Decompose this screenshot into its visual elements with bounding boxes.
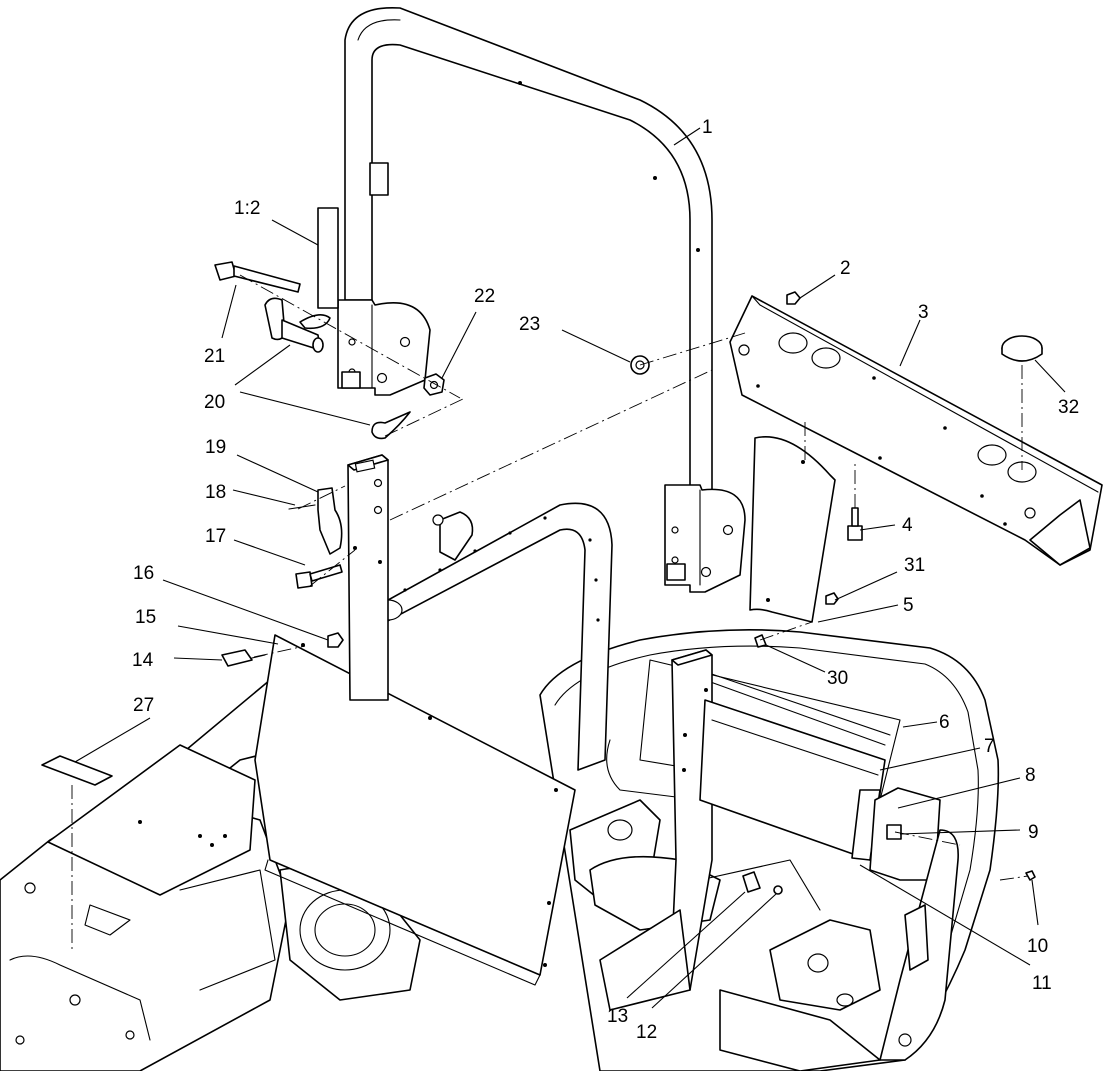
callout-16: 16 <box>133 563 154 584</box>
callout-6: 6 <box>939 712 950 733</box>
nut-31 <box>825 592 839 605</box>
hole-cap-rim <box>1001 347 1043 362</box>
callout-18: 18 <box>205 482 226 503</box>
callout-11: 11 <box>1032 973 1052 994</box>
callout-15: 15 <box>135 607 156 628</box>
callout-31: 31 <box>904 555 925 576</box>
decal-label <box>317 207 339 309</box>
rops-hoop <box>337 7 746 593</box>
callout-4: 4 <box>902 515 913 536</box>
nut-10 <box>1025 870 1036 881</box>
callout-10: 10 <box>1027 936 1048 957</box>
plate-bracket <box>317 487 343 555</box>
bolt-21 <box>214 261 301 293</box>
hairpin-clip <box>371 411 411 440</box>
callout-23: 23 <box>519 314 540 335</box>
callout-22: 22 <box>474 286 495 307</box>
callout-13: 13 <box>607 1006 628 1027</box>
nut-22 <box>423 373 445 396</box>
callout-14: 14 <box>132 650 154 671</box>
callout-21: 21 <box>204 346 225 367</box>
knob-14 <box>221 649 266 667</box>
hitch-pin <box>264 297 331 353</box>
callout-7: 7 <box>984 736 995 757</box>
right-lower-post <box>599 649 713 1011</box>
bolt-17 <box>295 564 343 589</box>
callout-8: 8 <box>1025 765 1036 786</box>
nut-16 <box>327 632 344 648</box>
washer-12 <box>773 885 783 895</box>
callout-2: 2 <box>840 258 851 279</box>
screw-4 <box>847 507 863 541</box>
callout-27: 27 <box>133 695 154 716</box>
decal-27 <box>41 755 113 786</box>
side-panel <box>749 436 836 623</box>
callout-1-2: 1:2 <box>234 198 260 219</box>
callout-20: 20 <box>204 392 225 413</box>
callout-9: 9 <box>1028 822 1039 843</box>
callout-labels: 1 1:2 2 3 4 5 6 7 8 9 10 11 12 13 14 15 … <box>132 117 1079 1043</box>
cross-member <box>729 295 1103 566</box>
upper-bracket <box>432 511 474 561</box>
callout-19: 19 <box>205 437 226 458</box>
leader-lines <box>74 127 1066 1009</box>
callout-1: 1 <box>702 117 713 138</box>
callout-5: 5 <box>903 595 914 616</box>
knob-13 <box>742 871 761 893</box>
callout-30: 30 <box>827 668 848 689</box>
callout-12: 12 <box>636 1022 657 1043</box>
left-frame-deck <box>0 679 331 1071</box>
callout-17: 17 <box>205 526 226 547</box>
centerlines <box>71 274 1029 950</box>
flange-nut-2 <box>786 291 801 305</box>
seat-pan <box>699 699 886 861</box>
callout-3: 3 <box>918 302 929 323</box>
front-panel <box>254 634 576 986</box>
center-mechanism <box>279 799 881 1071</box>
right-fender-side <box>879 829 959 1061</box>
callout-32: 32 <box>1058 397 1079 418</box>
left-lower-post <box>347 454 389 701</box>
